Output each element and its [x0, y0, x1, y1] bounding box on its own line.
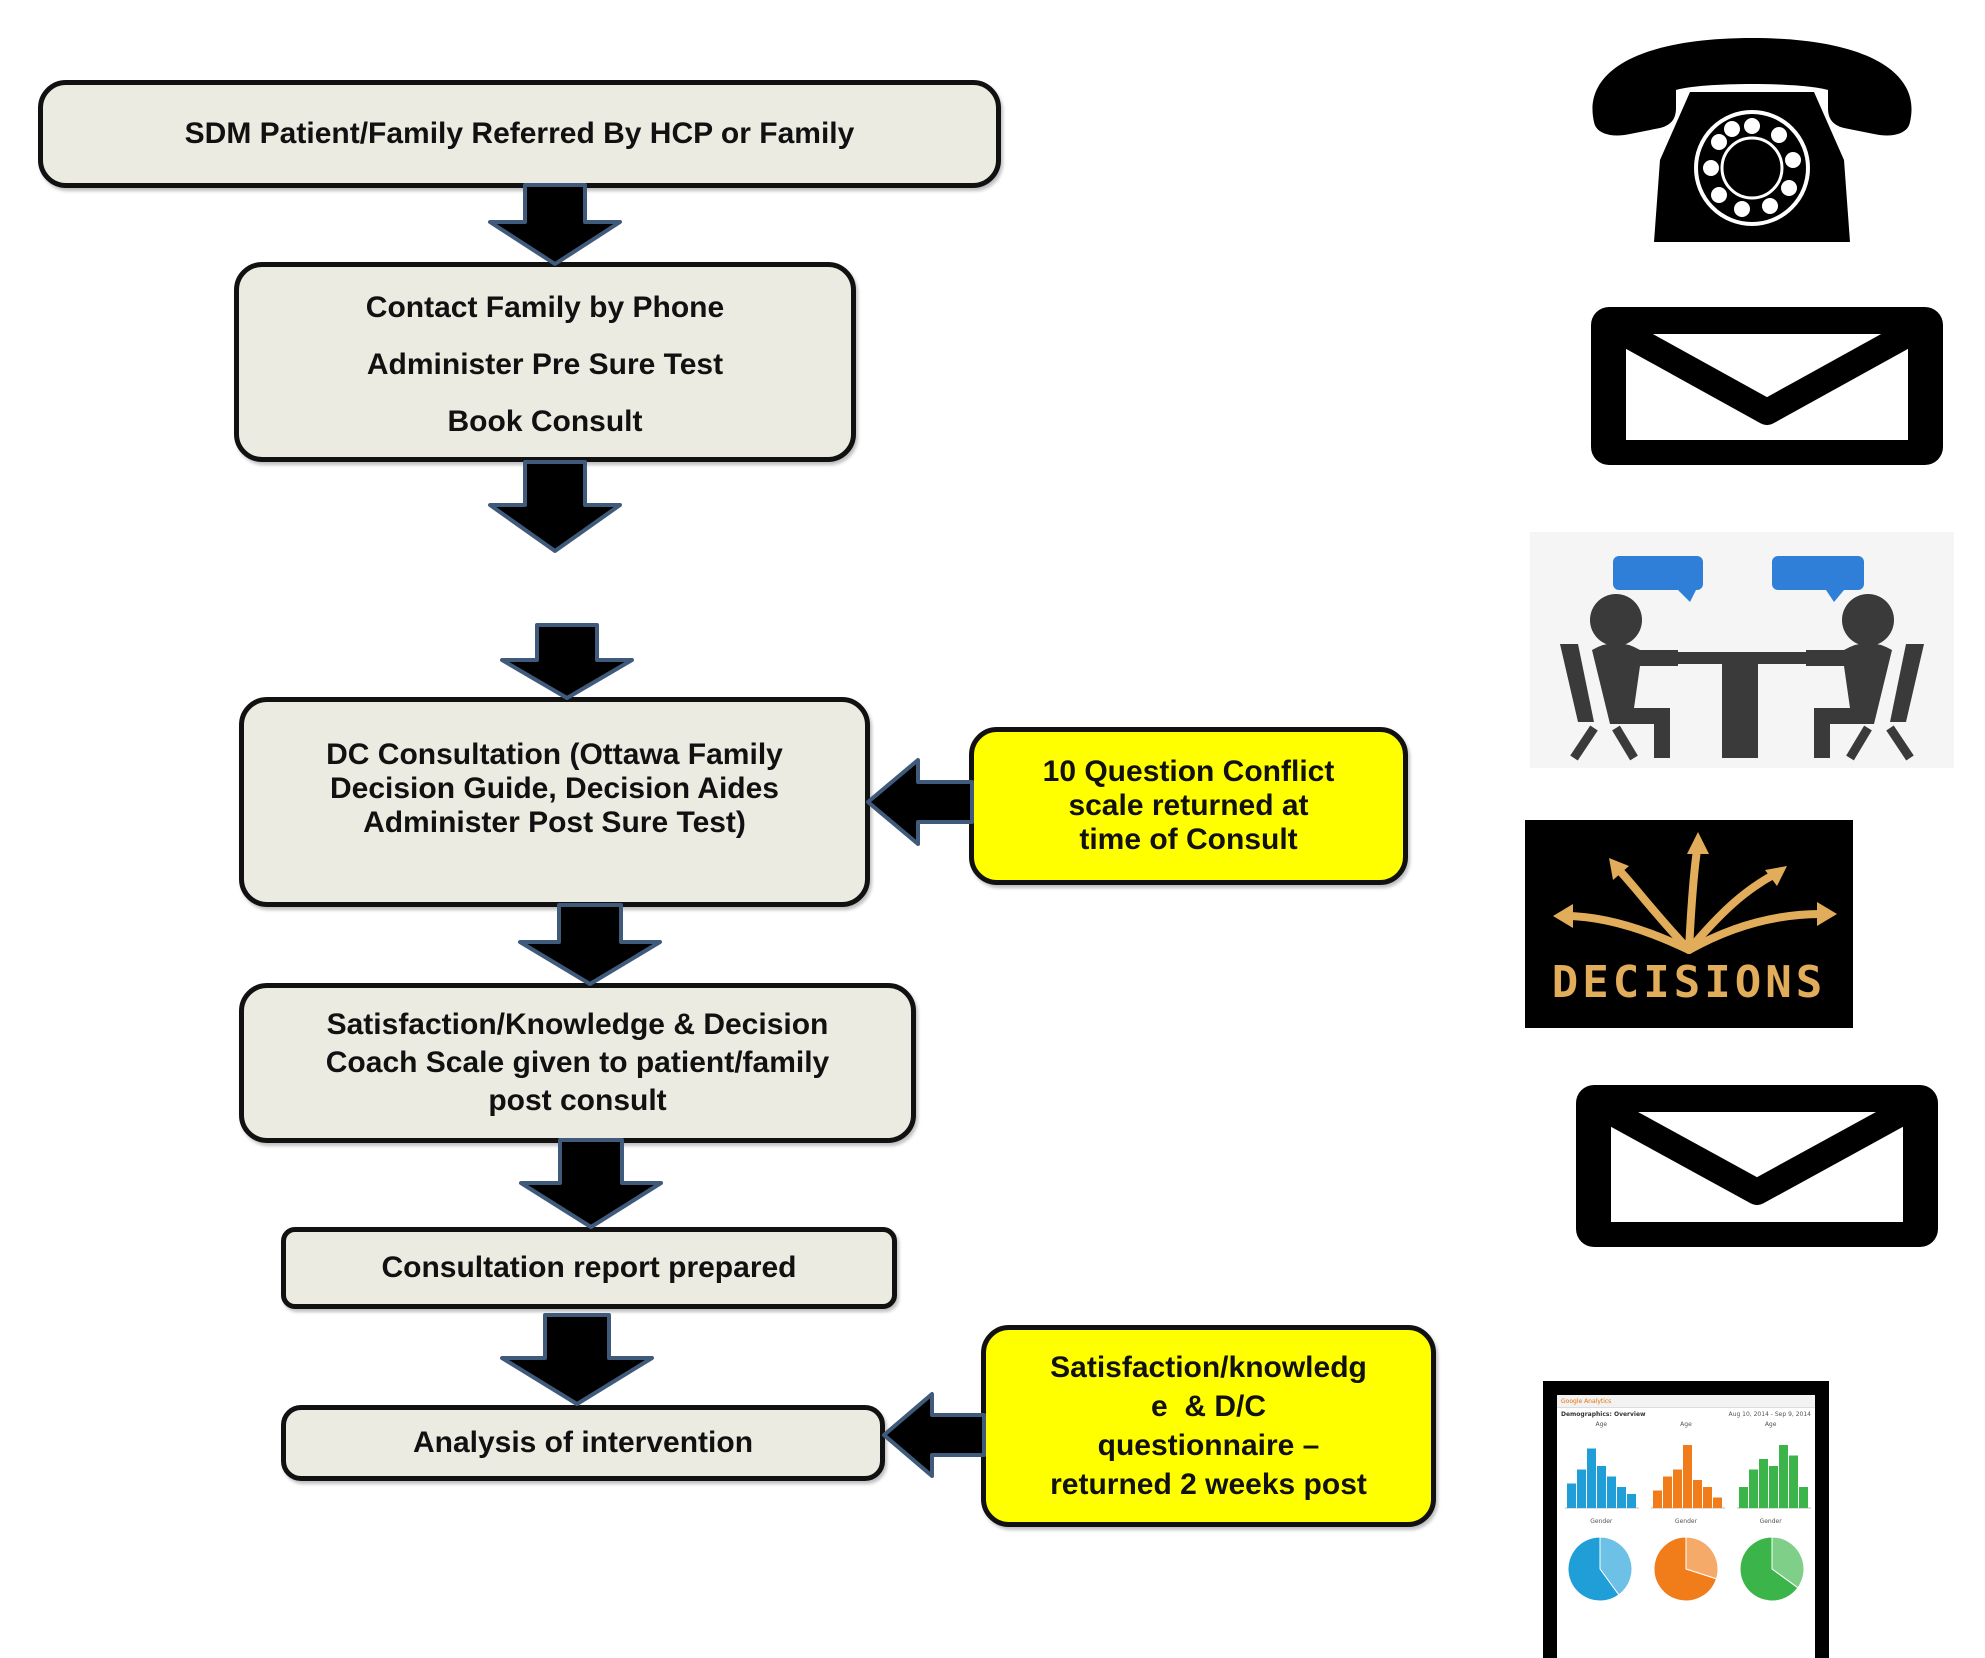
mini-chart-bar [1587, 1448, 1596, 1508]
mini-chart-bar [1779, 1445, 1788, 1508]
down-arrow-icon [518, 903, 662, 986]
envelope-icon [1576, 1085, 1938, 1247]
referral-text: SDM Patient/Family Referred By HCP or Fa… [184, 117, 855, 150]
questionnaire-text-4: returned 2 weeks post [1050, 1468, 1367, 1501]
left-arrow-icon [882, 1392, 986, 1478]
consultation-box: DC Consultation (Ottawa Family Decision … [239, 697, 870, 907]
mini-pie-slice [1599, 1536, 1633, 1596]
conflict-scale-text-3: time of Consult [1079, 823, 1298, 856]
analytics-header: Google Analytics [1557, 1395, 1815, 1408]
meeting-icon [1530, 532, 1954, 768]
analytics-mini-pies [1567, 1536, 1805, 1602]
satisfaction-text-1: Satisfaction/Knowledge & Decision [326, 1008, 829, 1041]
questionnaire-text-2: e & D/C [1150, 1390, 1267, 1423]
conflict-scale-text-2: scale returned at [1068, 789, 1309, 822]
satisfaction-box: Satisfaction/Knowledge & Decision Coach … [239, 983, 916, 1143]
left-arrow-icon [866, 758, 974, 846]
mini-chart-bar [1759, 1459, 1768, 1508]
mini-chart-bar [1577, 1469, 1586, 1508]
mini-chart-bar [1749, 1469, 1758, 1508]
mini-chart-bar [1683, 1445, 1692, 1508]
mini-chart-bar [1627, 1494, 1636, 1508]
mini-chart-bar [1789, 1455, 1798, 1508]
satisfaction-text-3: post consult [488, 1084, 667, 1117]
satisfaction-text-2: Coach Scale given to patient/family [325, 1046, 830, 1079]
analytics-screen: Google Analytics Demographics: Overview … [1557, 1395, 1815, 1658]
mini-pie-slice [1739, 1536, 1799, 1602]
analytics-dashboard-icon: Google Analytics Demographics: Overview … [1543, 1381, 1829, 1658]
branching-arrows-icon [1553, 832, 1837, 954]
analytics-page-title: Demographics: Overview [1561, 1411, 1646, 1418]
mini-chart-bar [1713, 1497, 1722, 1508]
analysis-text: Analysis of intervention [412, 1426, 754, 1459]
questionnaire-note: Satisfaction/knowledg e & D/C questionna… [981, 1325, 1436, 1527]
consultation-text-3: Administer Post Sure Test) [363, 806, 746, 839]
mini-chart-bar [1739, 1487, 1748, 1508]
analysis-box: Analysis of intervention [281, 1405, 885, 1481]
down-arrow-icon [519, 1138, 663, 1229]
down-arrow-icon [488, 460, 622, 553]
mini-chart-bar [1597, 1466, 1606, 1508]
analytics-gender-label: Gender [1759, 1518, 1782, 1525]
analytics-date-range: Aug 10, 2014 - Sep 9, 2014 [1728, 1411, 1811, 1418]
consultation-text-1: DC Consultation (Ottawa Family [326, 738, 783, 771]
mini-pie-slice [1771, 1536, 1805, 1589]
mini-chart-bar [1663, 1476, 1672, 1508]
mini-chart-bar [1653, 1490, 1662, 1508]
mini-chart-bar [1567, 1483, 1576, 1508]
decisions-icon: DECISIONS [1525, 820, 1853, 1028]
analytics-age-label: Age [1680, 1421, 1692, 1428]
contact-text-2: Administer Pre Sure Test [366, 347, 724, 381]
mini-chart-bar [1703, 1487, 1712, 1508]
contact-text-1: Contact Family by Phone [365, 290, 725, 324]
telephone-icon [1592, 38, 1912, 242]
analytics-age-label: Age [1764, 1421, 1777, 1428]
envelope-icon [1591, 307, 1943, 465]
consultation-text-2: Decision Guide, Decision Aides [329, 772, 779, 805]
analytics-age-label: Age [1595, 1421, 1608, 1428]
mini-chart-bar [1799, 1487, 1808, 1508]
contact-text-3: Book Consult [447, 405, 643, 439]
referral-box: SDM Patient/Family Referred By HCP or Fa… [38, 80, 1001, 188]
mini-pie-slice [1685, 1536, 1719, 1580]
contact-box: Contact Family by Phone Administer Pre S… [234, 262, 856, 462]
questionnaire-text-1: Satisfaction/knowledg [1050, 1351, 1367, 1384]
analytics-logo-text: Google Analytics [1561, 1397, 1612, 1405]
mini-chart-bar [1617, 1487, 1626, 1508]
mini-pie-slice [1567, 1536, 1620, 1602]
analytics-mini-charts [1565, 1445, 1811, 1509]
down-arrow-icon [500, 1313, 654, 1406]
report-text: Consultation report prepared [381, 1251, 797, 1284]
analytics-gender-label: Gender [1590, 1518, 1613, 1525]
mini-chart-bar [1673, 1469, 1682, 1508]
down-arrow-icon [500, 623, 634, 700]
conflict-scale-note: 10 Question Conflict scale returned at t… [969, 727, 1408, 885]
analytics-gender-label: Gender [1674, 1518, 1698, 1525]
mini-chart-bar [1607, 1476, 1616, 1508]
mini-pie-slice [1653, 1536, 1718, 1602]
down-arrow-icon [488, 183, 622, 266]
conflict-scale-text-1: 10 Question Conflict [1042, 755, 1335, 788]
decisions-word: DECISIONS [1551, 957, 1827, 1008]
report-box: Consultation report prepared [281, 1227, 897, 1309]
mini-chart-bar [1769, 1466, 1778, 1508]
questionnaire-text-3: questionnaire – [1097, 1429, 1320, 1462]
mini-chart-bar [1693, 1480, 1702, 1508]
